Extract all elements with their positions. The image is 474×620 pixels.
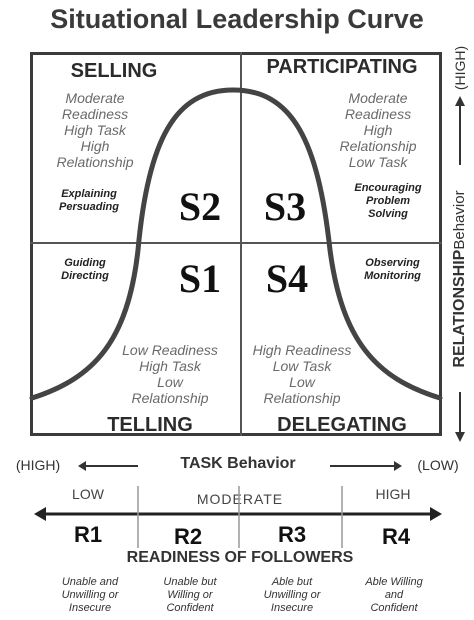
readiness-desc-r3: Able but Unwilling or Insecure [250,576,334,615]
delegating-title: DELEGATING [277,414,407,436]
readiness-r3: R3 [277,522,307,547]
behavior-line: Monitoring [364,270,421,282]
readiness-desc-r1: Unable and Unwilling or Insecure [48,576,132,615]
delegating-behaviors: Observing Monitoring [350,257,435,283]
selling-title: SELLING [70,60,158,82]
trait-line: Moderate [348,90,408,106]
trait-line: High Readiness [252,342,352,358]
trait-line: Relationship [339,138,417,154]
desc-line: Able Willing [365,576,423,588]
trait-line: Readiness [344,106,412,122]
trait-line: Low Task [272,358,332,374]
readiness-low: LOW [72,486,104,502]
behavior-line: Solving [368,208,408,220]
trait-line: High Task [139,358,201,374]
desc-line: Insecure [68,602,112,614]
trait-line: Readiness [61,106,129,122]
readiness-r4: R4 [381,524,411,549]
trait-line: Low [157,374,183,390]
behavior-line: Directing [61,270,109,282]
trait-line: Relationship [131,390,209,406]
participating-traits: Moderate Readiness High Relationship Low… [323,90,433,170]
desc-line: Confident [370,602,418,614]
desc-line: Unwilling or [61,589,119,601]
selling-traits: Moderate Readiness High Task High Relati… [40,90,150,170]
trait-line: High Task [64,122,126,138]
readiness-r2: R2 [173,524,203,549]
desc-line: Unable and [61,576,119,588]
x-axis-low: (LOW) [417,457,459,473]
trait-line: Relationship [263,390,341,406]
style-s2-label: S2 [178,184,222,229]
readiness-desc-r4: Able Willing and Confident [352,576,436,615]
desc-line: Insecure [270,602,314,614]
participating-behaviors: Encouraging Problem Solving [343,182,433,221]
telling-title: TELLING [107,414,193,436]
delegating-traits: High Readiness Low Task Low Relationship [242,342,362,406]
style-s4-label: S4 [265,256,309,301]
trait-line: Low Task [348,154,408,170]
behavior-line: Explaining [61,188,117,200]
telling-behaviors: Guiding Directing [40,257,130,283]
telling-traits: Low Readiness High Task Low Relationship [105,342,235,406]
selling-behaviors: Explaining Persuading [44,188,134,214]
trait-line: Low [289,374,315,390]
desc-line: Unable but [163,576,217,588]
leadership-grid [30,52,442,436]
trait-line: High [363,122,393,138]
x-axis-high: (HIGH) [15,457,61,473]
behavior-line: Observing [365,257,420,269]
readiness-title: READINESS OF FOLLOWERS [126,549,354,566]
desc-line: and [384,589,404,601]
behavior-line: Persuading [59,201,119,213]
trait-line: High [80,138,110,154]
grid-horizontal-divider [30,242,442,244]
trait-line: Low Readiness [122,342,218,358]
readiness-desc-r2: Unable but Willing or Confident [148,576,232,615]
grid-vertical-divider [240,52,242,436]
behavior-line: Encouraging [354,182,422,194]
behavior-line: Problem [365,195,410,207]
x-axis-label: TASK Behavior [180,455,296,472]
style-s3-label: S3 [263,184,307,229]
trait-line: Relationship [56,154,134,170]
behavior-line: Guiding [64,257,106,269]
desc-line: Unwilling or [263,589,321,601]
participating-title: PARTICIPATING [266,56,418,78]
desc-line: Willing or [167,589,213,601]
readiness-high: HIGH [375,486,411,502]
trait-line: Moderate [65,90,125,106]
readiness-r1: R1 [73,522,103,547]
style-s1-label: S1 [178,256,222,301]
desc-line: Able but [271,576,313,588]
page-title: Situational Leadership Curve [50,4,424,34]
desc-line: Confident [166,602,214,614]
